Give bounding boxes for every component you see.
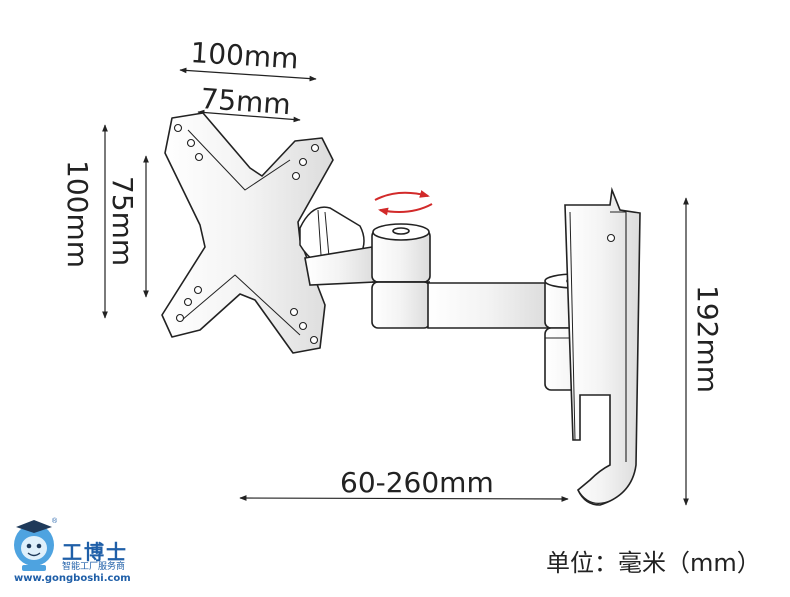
plate-width-inner-label: 75mm [200, 82, 292, 121]
logo-url: www.gongboshi.com [14, 573, 131, 584]
dim-bracket-height: 192mm [683, 197, 724, 506]
arm-short [304, 223, 431, 329]
unit-label: 单位：毫米（mm） [546, 549, 761, 577]
wall-bracket [564, 186, 641, 506]
arm-extension-label: 60-260mm [340, 466, 494, 499]
dim-arm-extension: 60-260mm [239, 466, 569, 502]
dim-plate-width-outer: 100mm [179, 36, 317, 82]
plate-height-outer-label: 100mm [61, 160, 94, 268]
rotate-arrow-icon [374, 190, 433, 216]
dim-plate-height-inner: 75mm [106, 155, 149, 298]
bracket-height-label: 192mm [691, 285, 724, 393]
logo-name: 工博士 [62, 540, 128, 564]
mounting-holes [173, 123, 320, 345]
plate-height-inner-label: 75mm [106, 176, 139, 266]
logo-mascot-icon [14, 520, 54, 571]
dim-plate-width-inner: 75mm [197, 82, 301, 123]
vesa-plate [161, 112, 334, 354]
dim-plate-height-outer: 100mm [61, 124, 108, 319]
logo-registered-mark: ® [52, 518, 58, 525]
logo-subtitle: 智能工厂服务商 [62, 562, 126, 572]
plate-width-outer-label: 100mm [190, 36, 300, 76]
